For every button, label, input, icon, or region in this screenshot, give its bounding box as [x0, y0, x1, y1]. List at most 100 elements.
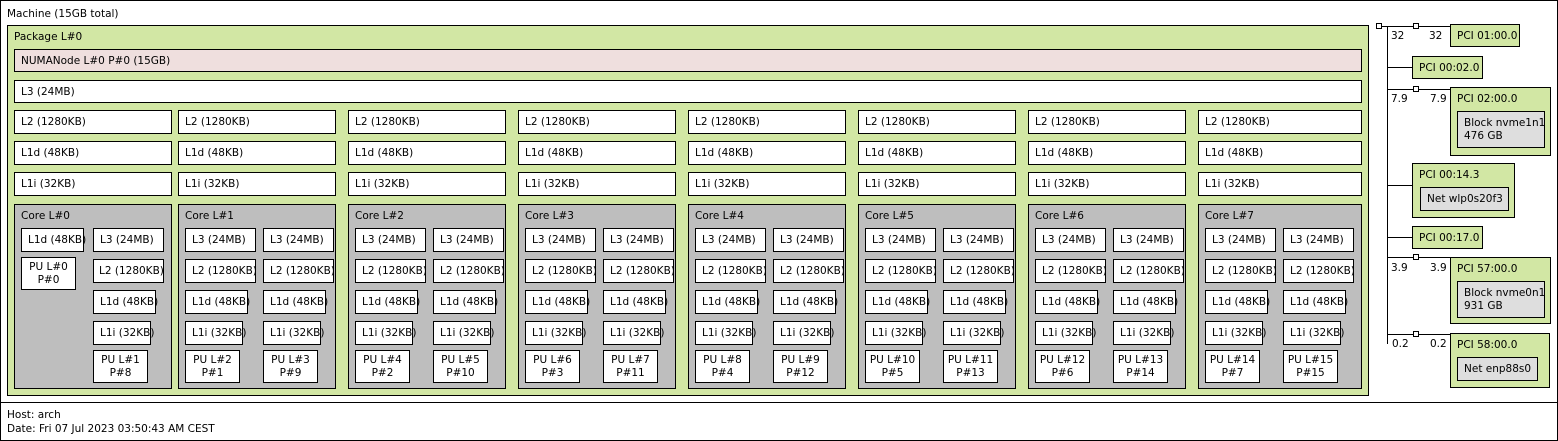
pu-pindex: P#15 — [1296, 367, 1325, 379]
l1d-cache-label: L1d (48KB) — [270, 296, 329, 308]
pci-label: PCI 00:14.3 — [1419, 169, 1480, 181]
l1d-cache-label: L1d (48KB) — [1205, 147, 1264, 159]
l2-cache: L2 (1280KB) — [355, 259, 427, 283]
link-wire — [1419, 334, 1450, 335]
l1i-cache: L1i (32KB) — [263, 321, 325, 345]
l2-cache: L2 (1280KB) — [518, 110, 676, 134]
l3-cache: L3 (24MB) — [263, 228, 334, 252]
l2-cache-label: L2 (1280KB) — [270, 265, 335, 277]
pu-label: PU L#6 — [533, 354, 572, 366]
l1i-cache: L1i (32KB) — [185, 321, 247, 345]
l1d-cache-label: L1d (48KB) — [950, 296, 1009, 308]
l1i-cache-label: L1i (32KB) — [1212, 327, 1267, 339]
l1i-cache: L1i (32KB) — [433, 321, 494, 345]
pci-label: PCI 01:00.0 — [1457, 30, 1518, 42]
l1i-cache: L1i (32KB) — [14, 172, 172, 196]
bridge-trunk — [1382, 26, 1388, 27]
l3-cache-label: L3 (24MB) — [1042, 234, 1096, 246]
l2-cache-label: L2 (1280KB) — [610, 265, 675, 277]
link-speed: 32 — [1429, 30, 1443, 42]
l2-cache-label: L2 (1280KB) — [1035, 116, 1100, 128]
pu-box: PU L#0 P#0 — [21, 257, 76, 290]
l1i-cache: L1i (32KB) — [178, 172, 336, 196]
l3-cache-label: L3 (24MB) — [440, 234, 494, 246]
l1i-cache-label: L1i (32KB) — [185, 178, 240, 190]
l3-cache: L3 (24MB) — [1283, 228, 1354, 252]
numa-node: NUMANode L#0 P#0 (15GB) — [14, 49, 1362, 72]
l1d-cache: L1d (48KB) — [178, 141, 336, 165]
l2-cache: L2 (1280KB) — [263, 259, 335, 283]
l3-cache-label: L3 (24MB) — [362, 234, 416, 246]
pu-pindex: P#6 — [1051, 367, 1074, 379]
l1i-cache-label: L1i (32KB) — [270, 327, 325, 339]
l2-cache-label: L2 (1280KB) — [1042, 265, 1107, 277]
pu-label: PU L#9 — [781, 354, 820, 366]
core-l1-label: Core L#1 — [185, 210, 234, 222]
link-speed: 3.9 — [1391, 262, 1408, 274]
link-wire — [1388, 67, 1413, 68]
pu-pindex: P#4 — [711, 367, 734, 379]
l2-cache: L2 (1280KB) — [858, 110, 1016, 134]
link-speed: 0.2 — [1430, 338, 1447, 350]
l1i-cache: L1i (32KB) — [858, 172, 1016, 196]
l1d-cache-label: L1d (48KB) — [780, 296, 839, 308]
l1d-cache-label: L1d (48KB) — [702, 296, 761, 308]
l3-cache-label: L3 (24MB) — [702, 234, 756, 246]
pu-label: PU L#15 — [1287, 354, 1334, 366]
l1d-cache: L1d (48KB) — [433, 290, 498, 314]
pu-pindex: P#8 — [109, 367, 132, 379]
l1d-cache: L1d (48KB) — [14, 141, 172, 165]
bridge-trunk — [1387, 26, 1388, 344]
bridge-port — [1413, 23, 1419, 29]
l1d-cache: L1d (48KB) — [858, 141, 1016, 165]
core-label: Core L#0 — [21, 210, 70, 222]
pu-label: PU L#5 — [441, 354, 480, 366]
l2-cache: L2 (1280KB) — [525, 259, 597, 283]
l1d-cache: L1d (48KB) — [1283, 290, 1348, 314]
pu-label: PU L#12 — [1039, 354, 1086, 366]
pu-label: PU L#7 — [611, 354, 650, 366]
l1d-cache-label: L1d (48KB) — [362, 296, 421, 308]
l1d-cache: L1d (48KB) — [1035, 290, 1101, 314]
l1i-cache-label: L1i (32KB) — [1042, 327, 1097, 339]
l1d-cache-label: L1d (48KB) — [1212, 296, 1271, 308]
l1d-cache: L1d (48KB) — [355, 290, 421, 314]
l2-cache: L2 (1280KB) — [178, 110, 336, 134]
link-wire — [1388, 89, 1413, 90]
block-device: Block nvme1n1 476 GB — [1457, 111, 1545, 148]
l1d-cache: L1d (48KB) — [773, 290, 839, 314]
l2-cache: L2 (1280KB) — [433, 259, 505, 283]
core-l6-label: Core L#6 — [1035, 210, 1084, 222]
l1d-cache-label: L1d (48KB) — [610, 296, 669, 308]
l2-cache-label: L2 (1280KB) — [780, 265, 845, 277]
pu-pindex: P#13 — [956, 367, 985, 379]
bridge-port — [1413, 86, 1419, 92]
l1i-cache: L1i (32KB) — [865, 321, 926, 345]
l1i-cache-label: L1i (32KB) — [192, 327, 247, 339]
l1i-cache: L1i (32KB) — [1198, 172, 1362, 196]
l2-cache-label: L2 (1280KB) — [950, 265, 1015, 277]
pu-box: PU L#1 P#8 — [93, 350, 148, 383]
footer-box: Host: arch Date: Fri 07 Jul 2023 03:50:4… — [0, 402, 1558, 441]
core-l0: Core L#0 L1d (48KB) PU L#0 P#0 L3 (24MB)… — [14, 204, 172, 389]
l2-cache: L2 (1280KB) — [93, 259, 164, 283]
l2-cache: L2 (1280KB) — [943, 259, 1015, 283]
link-speed: 0.2 — [1392, 338, 1409, 350]
l1d-cache-label: L1d (48KB) — [1042, 296, 1101, 308]
l1i-cache-label: L1i (32KB) — [950, 327, 1005, 339]
pci-device: PCI 00:02.0 — [1412, 56, 1483, 79]
l2-cache: L2 (1280KB) — [1198, 110, 1362, 134]
l1i-cache-label: L1i (32KB) — [695, 178, 750, 190]
l1d-cache-label: L1d (48KB) — [185, 147, 244, 159]
date-text: Date: Fri 07 Jul 2023 03:50:43 AM CEST — [7, 423, 215, 435]
pci-label: PCI 57:00.0 — [1457, 263, 1518, 275]
l1d-cache: L1d (48KB) — [263, 290, 329, 314]
core-l6: Core L#6 L3 (24MB) L2 (1280KB) L1d (48KB) L1… — [1028, 204, 1186, 389]
l1d-cache-label: L1d (48KB) — [532, 296, 591, 308]
l1i-cache-label: L1i (32KB) — [780, 327, 835, 339]
